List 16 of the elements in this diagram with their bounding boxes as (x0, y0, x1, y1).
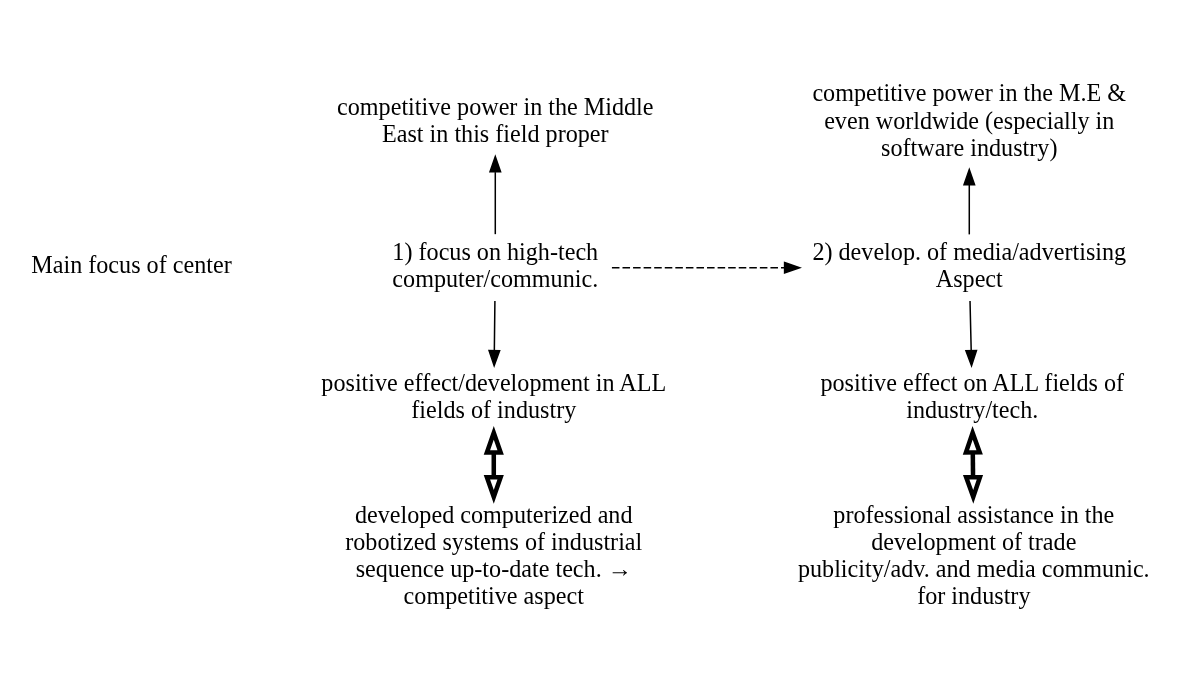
label: Main focus of center (31, 250, 232, 278)
node-text: developed computerized and robotized systems of industrial sequence up-to-date tech. → competitive aspect (345, 500, 643, 609)
arrow (611, 260, 802, 274)
arrow (964, 299, 978, 368)
node-text: competitive power in the M.E & even worldwide (especially in software industry) (812, 78, 1127, 161)
arrow (962, 166, 976, 235)
node-text: professional assistance in the development of trade publicity/adv. and media communic. for industry (797, 500, 1150, 609)
node-text: 2) develop. of media/advertising Aspect (812, 237, 1127, 292)
arrow (962, 425, 984, 504)
node-text: competitive power in the Middle East in this field proper (337, 92, 654, 147)
arrow (488, 153, 502, 235)
node-text: positive effect on ALL fields of industry/tech. (820, 368, 1125, 423)
arrow (488, 299, 501, 368)
arrow (483, 425, 504, 504)
node-text: positive effect/development in ALL fields of industry (321, 368, 667, 423)
node-text: 1) focus on high-tech computer/communic. (392, 237, 599, 292)
